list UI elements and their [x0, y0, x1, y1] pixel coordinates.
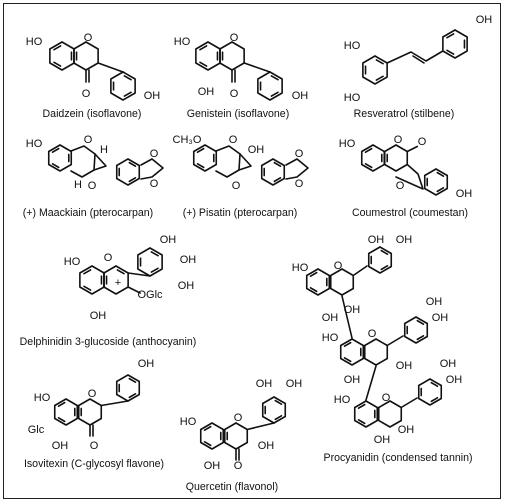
procyanidin-atom-label: O — [382, 392, 391, 404]
hydroxyl-label: OH — [160, 234, 177, 246]
quercetin-caption: Quercetin (flavonol) — [186, 481, 278, 493]
hydroxyl-label: HO — [339, 138, 356, 150]
procyanidin-atom-label: OH — [344, 374, 361, 386]
resveratrol-structure: HO OH HO Resveratrol (stilbene) — [344, 14, 493, 120]
hydroxyl-label: HO — [26, 36, 43, 48]
hydroxyl-label: OH — [90, 310, 107, 322]
carbonyl-oxygen-label: O — [230, 88, 239, 100]
hydroxyl-label: OH — [198, 86, 215, 98]
ring-oxygen-label: O — [234, 412, 243, 424]
hydroxyl-label: HO — [180, 416, 197, 428]
hydroxyl-label: OH — [180, 254, 197, 266]
hydroxyl-label: HO — [34, 392, 51, 404]
dioxole-oxygen-label: O — [295, 178, 304, 190]
coumestrol-structure: HO O O O OH Coumestrol (coumestan) — [339, 134, 473, 219]
ring-oxygen-label: O — [229, 134, 238, 146]
hydroxyl-label: OH — [456, 188, 473, 200]
hydroxyl-label: OH — [204, 460, 221, 472]
procyanidin-atom-label: OH — [396, 234, 413, 246]
isovitexin-caption: Isovitexin (C-glycosyl flavone) — [24, 458, 164, 470]
ring-oxygen-label: O — [88, 180, 97, 192]
ring-oxygen-label: O — [104, 252, 113, 264]
carbonyl-oxygen-label: O — [418, 136, 427, 148]
pisatin-structure: CH₃O O OH O O O (+) Pisatin (pterocarpan) — [173, 134, 309, 219]
ring-oxygen-label: O — [232, 180, 241, 192]
procyanidin-atom-label: O — [334, 260, 343, 272]
hydroxyl-label: HO — [344, 92, 361, 104]
hydrogen-label: H — [74, 179, 82, 191]
methoxy-label: CH₃O — [173, 134, 202, 146]
maackiain-caption: (+) Maackiain (pterocarpan) — [23, 207, 153, 219]
hydroxyl-label: OH — [178, 280, 195, 292]
ring-oxygen-label: O — [394, 134, 403, 146]
hydrogen-label: H — [100, 144, 108, 156]
dioxole-oxygen-label: O — [150, 148, 159, 160]
procyanidin-atom-label: OH — [344, 304, 361, 316]
hydroxyl-label: OH — [258, 440, 275, 452]
furan-oxygen-label: O — [396, 180, 405, 192]
procyanidin-atom-label: OH — [426, 296, 443, 308]
procyanidin-atom-label: OH — [432, 312, 449, 324]
positive-charge-label: + — [115, 277, 121, 289]
procyanidin-atom-label: OH — [374, 434, 391, 446]
daidzein-caption: Daidzein (isoflavone) — [43, 108, 142, 120]
procyanidin-atom-label: OH — [446, 374, 463, 386]
procyanidin-atom-label: O — [368, 328, 377, 340]
procyanidin-atom-label: OH — [396, 360, 413, 372]
glycosyl-label: Glc — [28, 424, 45, 436]
procyanidin-caption: Procyanidin (condensed tannin) — [324, 452, 473, 464]
procyanidin-atom-label: OH — [398, 424, 415, 436]
hydroxyl-label: HO — [26, 138, 43, 150]
procyanidin-atom-label: OH — [440, 358, 457, 370]
resveratrol-caption: Resveratrol (stilbene) — [354, 108, 455, 120]
hydroxyl-label: OH — [256, 378, 273, 390]
procyanidin-structure: OH OH HO O OH OH OH OH HO O OH OH OH OH HO O OH OH Procyan… — [292, 234, 473, 464]
carbonyl-oxygen-label: O — [82, 88, 91, 100]
dioxole-oxygen-label: O — [150, 178, 159, 190]
carbonyl-oxygen-label: O — [234, 460, 243, 472]
procyanidin-atom-label: HO — [334, 394, 351, 406]
ring-oxygen-label: O — [84, 32, 93, 44]
hydroxyl-label: OH — [286, 378, 303, 390]
coumestrol-caption: Coumestrol (coumestan) — [352, 207, 468, 219]
hydroxyl-label: HO — [344, 40, 361, 52]
ring-oxygen-label: O — [88, 388, 97, 400]
hydroxyl-label: OH — [144, 90, 161, 102]
pisatin-caption: (+) Pisatin (pterocarpan) — [183, 207, 298, 219]
ring-oxygen-label: O — [84, 134, 93, 146]
quercetin-structure: OH OH HO O OH OH O Quercetin (flavonol) — [180, 378, 303, 493]
procyanidin-atom-label: HO — [322, 332, 339, 344]
hydroxyl-label: OH — [476, 14, 493, 26]
ring-oxygen-label: O — [230, 32, 239, 44]
glucoside-label: OGlc — [137, 289, 163, 301]
hydroxyl-label: OH — [138, 358, 155, 370]
hydroxyl-label: OH — [52, 440, 69, 452]
genistein-caption: Genistein (isoflavone) — [187, 108, 289, 120]
procyanidin-atom-label: HO — [292, 262, 309, 274]
carbonyl-oxygen-label: O — [90, 440, 99, 452]
hydroxyl-label: OH — [292, 90, 309, 102]
hydroxyl-label: OH — [248, 144, 265, 156]
procyanidin-atom-label: OH — [368, 234, 385, 246]
hydroxyl-label: HO — [174, 36, 191, 48]
hydroxyl-label: HO — [64, 256, 81, 268]
procyanidin-atom-label: OH — [322, 312, 339, 324]
dioxole-oxygen-label: O — [295, 148, 304, 160]
delphinidin-caption: Delphinidin 3-glucoside (anthocyanin) — [20, 336, 197, 348]
figure-frame — [3, 3, 501, 499]
